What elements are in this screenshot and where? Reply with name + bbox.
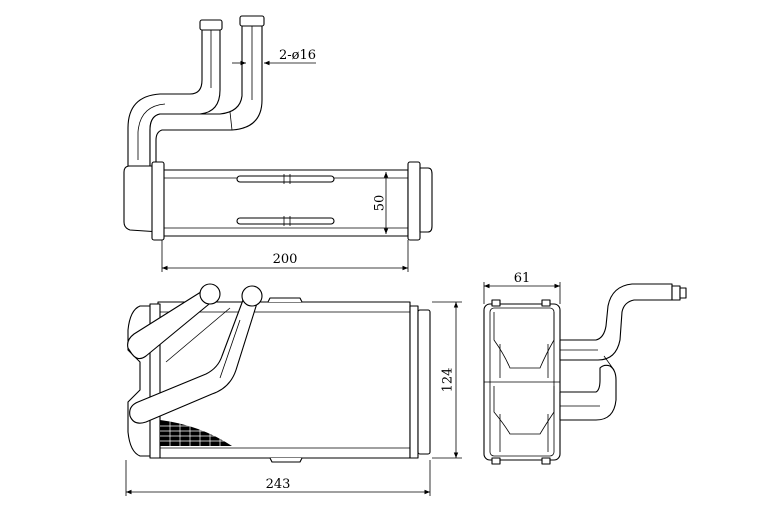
dim-50: 50	[373, 195, 388, 212]
dim-200: 200	[273, 252, 298, 267]
top-left-tank	[123, 165, 161, 233]
top-view: 50 2-ø16 200	[123, 15, 433, 272]
dim-61: 61	[514, 271, 531, 286]
dim-pipe-diameter: 2-ø16	[279, 48, 316, 63]
side-pipes	[559, 283, 687, 421]
dim-243: 243	[266, 477, 291, 492]
side-view: 61	[483, 271, 687, 465]
top-right-tank	[407, 161, 421, 241]
fin-hatching	[160, 420, 232, 446]
front-pipes	[127, 283, 263, 424]
front-view: 124 243	[125, 283, 462, 496]
top-view-pipes	[127, 15, 265, 167]
dim-124: 124	[441, 368, 456, 393]
